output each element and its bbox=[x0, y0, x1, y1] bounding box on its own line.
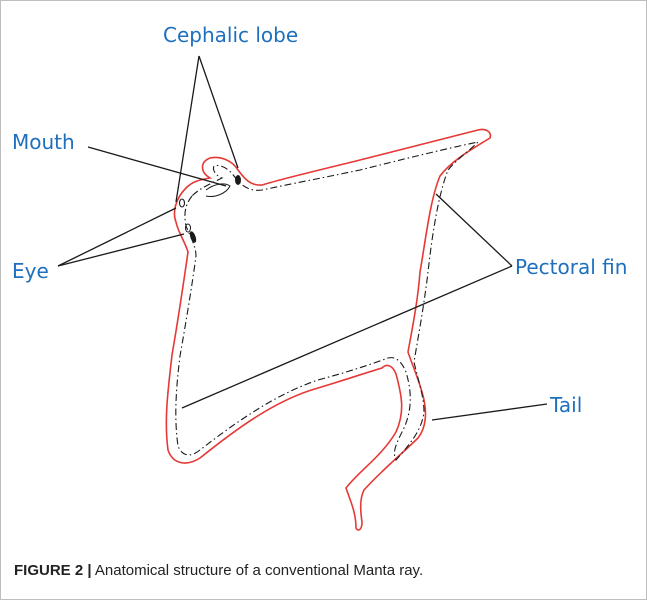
label-mouth: Mouth bbox=[12, 130, 75, 154]
figure-caption: FIGURE 2 | Anatomical structure of a con… bbox=[14, 562, 423, 579]
label-tail: Tail bbox=[549, 393, 582, 417]
label-cephalic-lobe: Cephalic lobe bbox=[163, 23, 298, 47]
body-inner-line bbox=[176, 142, 478, 460]
label-eye: Eye bbox=[12, 259, 49, 283]
body-outline bbox=[166, 129, 490, 530]
leader-lines bbox=[58, 56, 547, 420]
cephalic-lobe-curl bbox=[206, 184, 230, 197]
caption-figure-number: FIGURE 2 | bbox=[14, 562, 92, 579]
label-pectoral-fin: Pectoral fin bbox=[515, 255, 627, 279]
eye-lower bbox=[189, 230, 198, 243]
mouth-mark bbox=[235, 175, 241, 185]
eye-upper bbox=[180, 199, 185, 207]
caption-text: Anatomical structure of a conventional M… bbox=[95, 562, 423, 579]
